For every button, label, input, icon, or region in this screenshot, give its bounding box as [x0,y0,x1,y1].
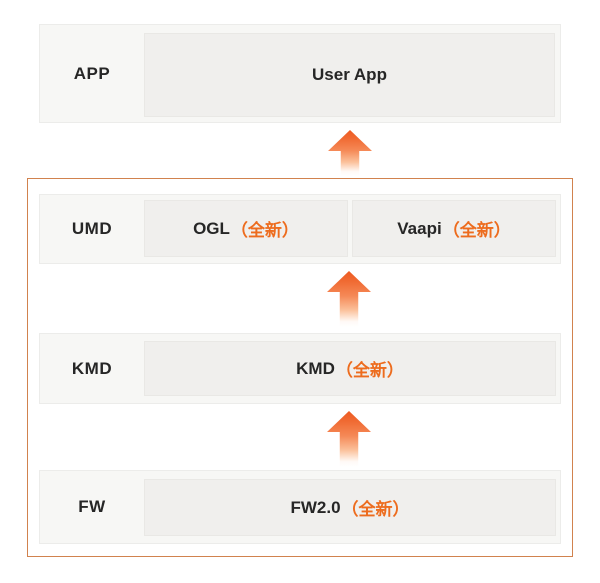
layer-content-fw: FW2.0（全新） [144,471,560,543]
box-ogl-text: OGL [193,218,230,238]
layer-label-umd: UMD [71,219,113,238]
layer-label-fw: FW [78,497,106,516]
box-ogl-new-badge: （全新） [230,221,299,240]
layer-row-app: APP User App [39,24,561,123]
layer-row-fw: FW FW2.0（全新） [39,470,561,544]
box-fw2-text: FW2.0 [290,497,341,517]
layer-content-kmd: KMD（全新） [144,334,560,403]
box-user-app-text: User App [312,65,387,84]
new-driver-container [27,178,573,557]
box-user-app: User App [144,33,555,117]
box-vaapi-new-badge: （全新） [442,221,511,240]
box-ogl: OGL（全新） [144,200,348,257]
box-kmd-new-badge: （全新） [335,361,404,380]
box-vaapi-text: Vaapi [397,218,442,238]
layer-label-app: APP [73,63,111,83]
layer-content-app: User App [144,25,560,122]
box-fw2: FW2.0（全新） [144,479,556,536]
layer-row-kmd: KMD KMD（全新） [39,333,561,404]
box-fw2-new-badge: （全新） [341,500,410,519]
box-kmd: KMD（全新） [144,341,556,396]
layer-label-kmd: KMD [71,358,113,378]
up-arrow-icon [328,130,372,176]
box-kmd-text: KMD [296,358,335,378]
box-vaapi: Vaapi（全新） [352,200,556,257]
layer-content-umd: OGL（全新） Vaapi（全新） [144,195,560,263]
layer-row-umd: UMD OGL（全新） Vaapi（全新） [39,194,561,264]
